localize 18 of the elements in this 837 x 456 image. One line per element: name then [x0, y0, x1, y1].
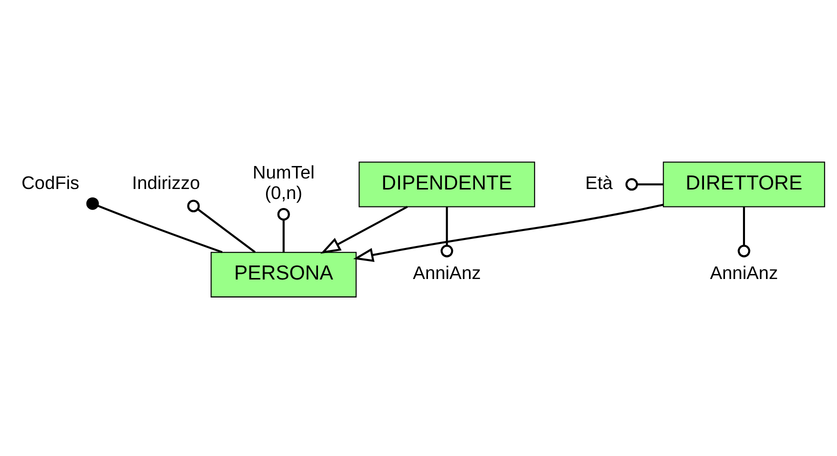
connector: [186, 199, 256, 252]
arrow: [320, 205, 408, 254]
connector: [737, 206, 750, 257]
node-box: DIRETTORE: [662, 161, 825, 207]
node-text: AnniAnz: [412, 262, 480, 283]
node-text: NumTel: [252, 161, 314, 182]
connector: [276, 208, 290, 252]
connector: [624, 178, 663, 190]
node-box: PERSONA: [210, 251, 356, 297]
connector: [440, 206, 453, 257]
node-text: CodFis: [21, 171, 79, 192]
node-text: Età: [584, 171, 612, 192]
connector: [86, 196, 222, 253]
node-box: DIPENDENTE: [358, 161, 535, 207]
node-label: (0,n): [264, 181, 302, 202]
node-text: Indirizzo: [132, 171, 200, 192]
node-text: AnniAnz: [709, 262, 778, 283]
arrow: [352, 203, 663, 262]
